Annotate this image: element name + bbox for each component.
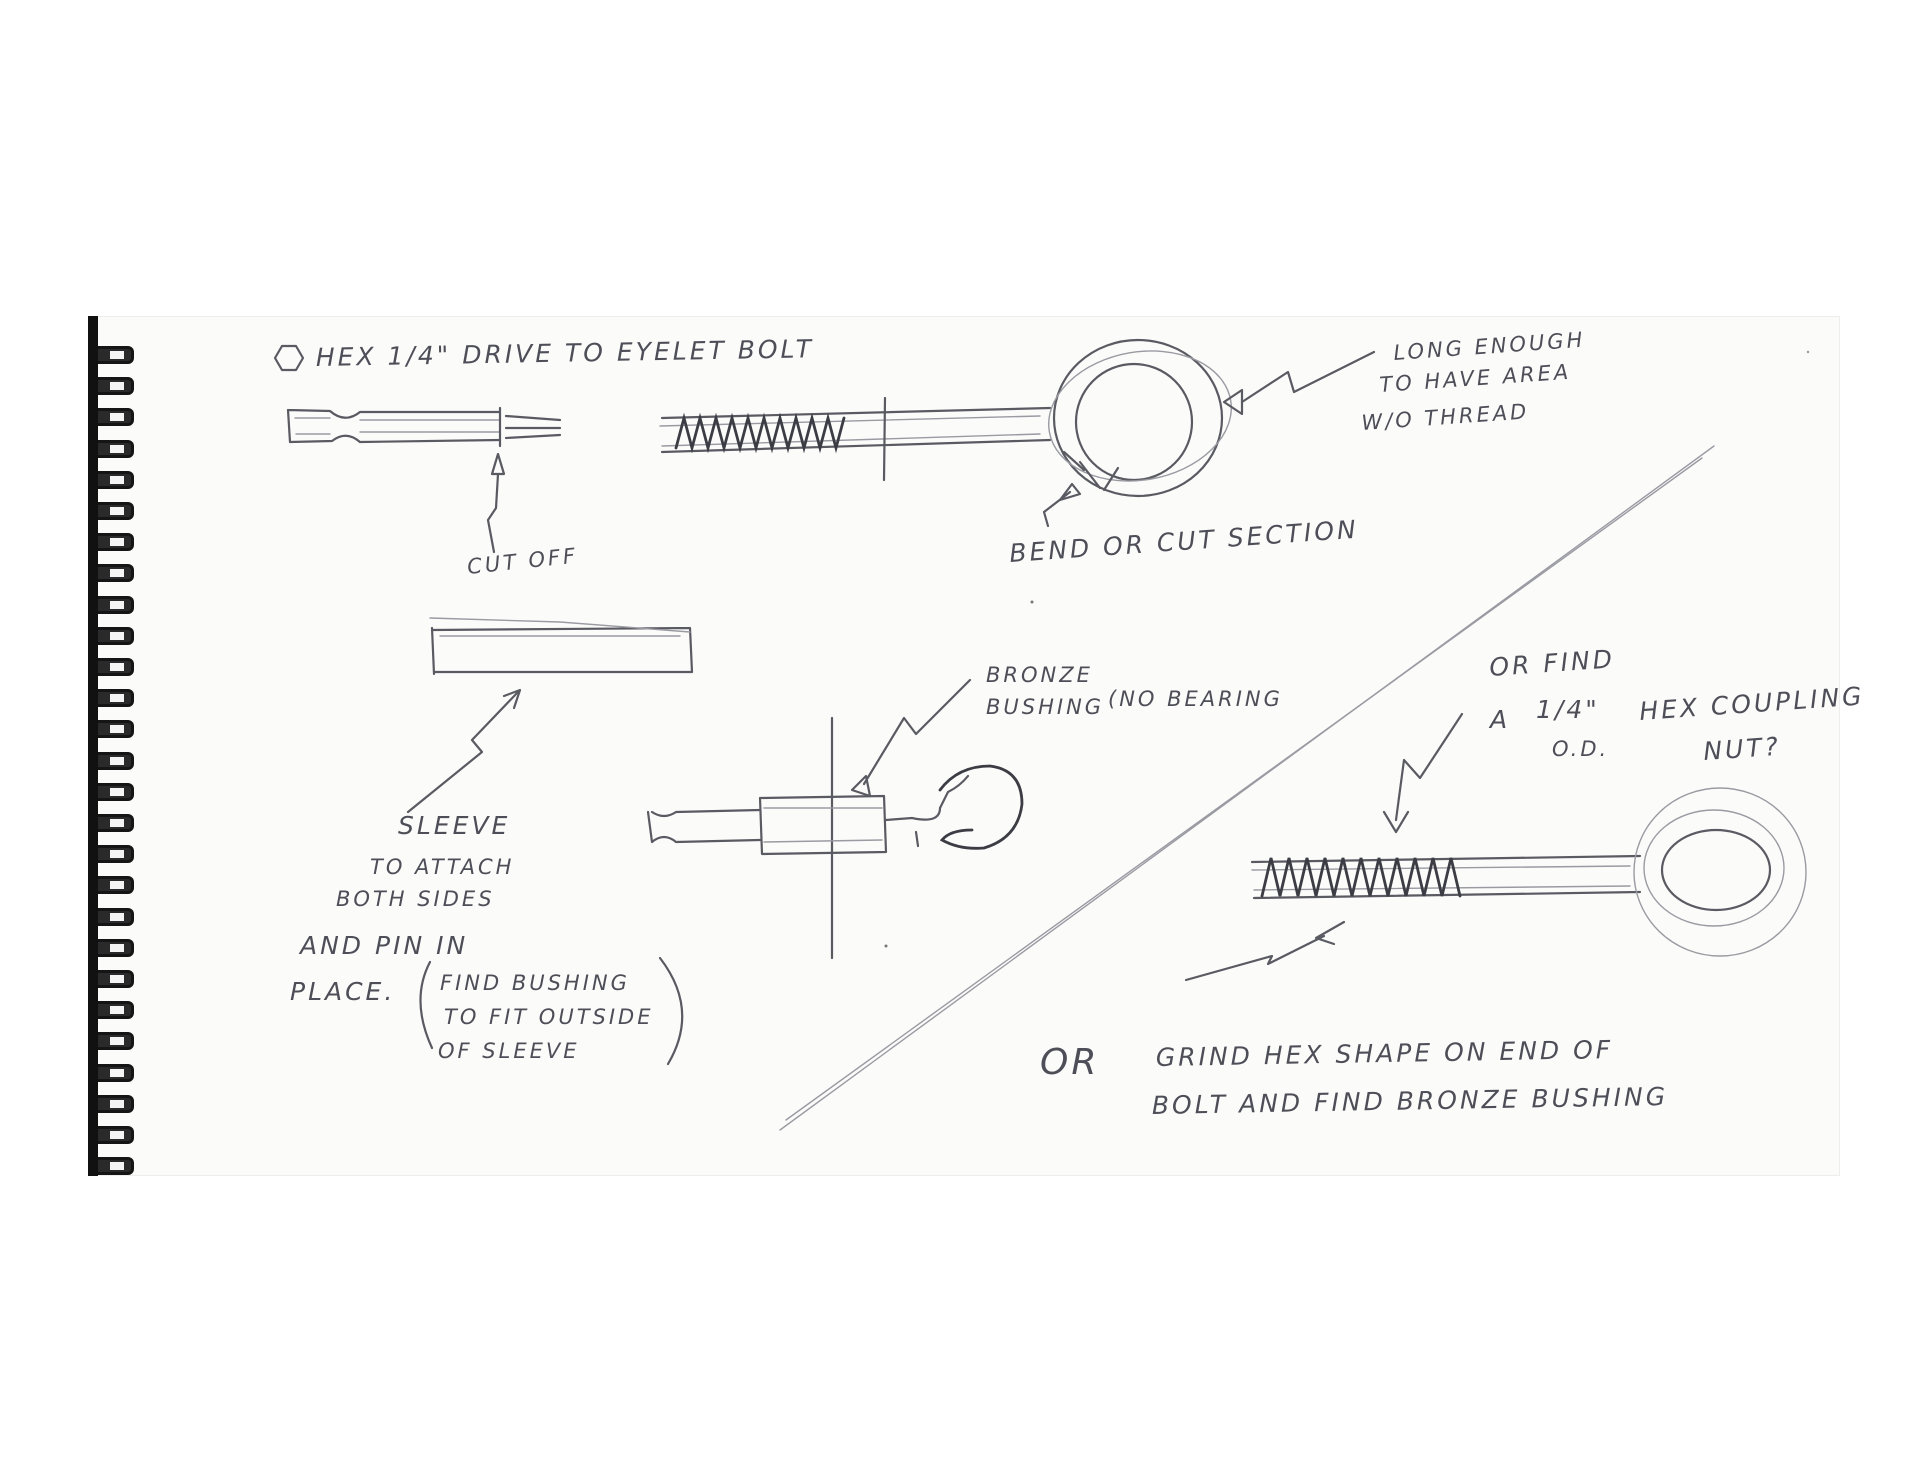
sketchbook-page	[90, 316, 1840, 1176]
sleeve-drawing	[429, 617, 694, 676]
sketch-title: HEX 1/4" DRIVE TO EYELET BOLT	[316, 334, 815, 372]
binding-coil	[98, 1094, 136, 1115]
label-sleeve-2: TO ATTACH	[370, 855, 514, 879]
binding-coil	[98, 845, 136, 865]
label-nut: NUT?	[1702, 732, 1781, 766]
binding-coil	[98, 1032, 136, 1052]
label-od: O.D.	[1552, 737, 1609, 761]
long-enough-arrow	[1222, 350, 1376, 416]
label-hex-coupling: HEX COUPLING	[1638, 681, 1865, 726]
label-pin-1: AND PIN IN	[298, 931, 468, 960]
sleeve-arrow	[406, 688, 522, 814]
label-pin-2: PLACE.	[290, 977, 395, 1006]
binding-coil	[98, 533, 136, 553]
binding-coil	[98, 658, 136, 678]
binding-coil	[98, 814, 136, 834]
label-long-enough-1: LONG ENOUGH	[1393, 328, 1586, 365]
coupling-nut-arrow	[1382, 712, 1464, 834]
binding-coil	[98, 938, 136, 959]
binding-coil	[98, 595, 136, 616]
binding-coil	[98, 751, 136, 772]
spiral-binding-spine	[88, 316, 98, 1176]
binding-coil	[98, 439, 136, 460]
binding-coil	[98, 626, 136, 647]
binding-coil	[98, 689, 136, 709]
label-find-1: FIND BUSHING	[440, 971, 630, 995]
binding-coil	[98, 470, 136, 491]
label-find-2: TO FIT OUTSIDE	[444, 1005, 654, 1029]
paren-left	[419, 960, 434, 1050]
label-no-bearing: (NO BEARING	[1108, 687, 1283, 711]
label-find-3: OF SLEEVE	[438, 1039, 580, 1063]
bend-cut-arrow	[1042, 482, 1082, 528]
paren-right	[658, 956, 684, 1066]
binding-coil	[98, 970, 136, 990]
eyelet-bolt-2-drawing	[1250, 787, 1807, 957]
binding-coil	[98, 564, 136, 584]
hex-bit-drawing	[286, 406, 562, 448]
label-long-enough-3: W/O THREAD	[1361, 399, 1530, 435]
diagonal-divider	[779, 445, 1715, 1131]
hex-symbol-icon	[273, 344, 305, 372]
binding-coil	[98, 1157, 136, 1177]
binding-coil	[98, 907, 136, 928]
binding-coil	[98, 876, 136, 896]
label-grind-2: BOLT AND FIND BRONZE BUSHING	[1152, 1082, 1669, 1120]
label-long-enough-2: TO HAVE AREA	[1379, 360, 1572, 397]
label-grind-1: GRIND HEX SHAPE ON END OF	[1156, 1035, 1614, 1072]
label-bend-cut: BEND OR CUT SECTION	[1008, 515, 1359, 568]
label-bronze-1: BRONZE	[986, 663, 1093, 687]
bronze-bushing-arrow	[850, 678, 972, 798]
cut-off-arrow	[486, 452, 506, 554]
binding-coil	[98, 720, 136, 740]
binding-coil	[98, 408, 136, 428]
label-quarter: 1/4"	[1536, 695, 1600, 724]
label-bronze-2: BUSHING	[986, 695, 1104, 719]
binding-coil	[98, 377, 136, 397]
binding-coil	[98, 1001, 136, 1021]
binding-coil	[98, 346, 136, 366]
assembly-drawing	[646, 716, 1024, 960]
label-sleeve-1: SLEEVE	[398, 811, 510, 840]
label-sleeve-3: BOTH SIDES	[336, 887, 495, 911]
binding-coil	[98, 782, 136, 803]
label-or-find: OR FIND	[1488, 644, 1615, 682]
label-cut-off: CUT OFF	[466, 543, 579, 578]
grind-arrow	[1184, 920, 1346, 982]
label-a: A	[1488, 705, 1510, 734]
binding-coil	[98, 1063, 136, 1084]
binding-coil	[98, 1126, 136, 1146]
eyelet-bolt-drawing	[659, 338, 1232, 498]
label-or-big: OR	[1040, 1042, 1099, 1083]
binding-coil	[98, 502, 136, 522]
